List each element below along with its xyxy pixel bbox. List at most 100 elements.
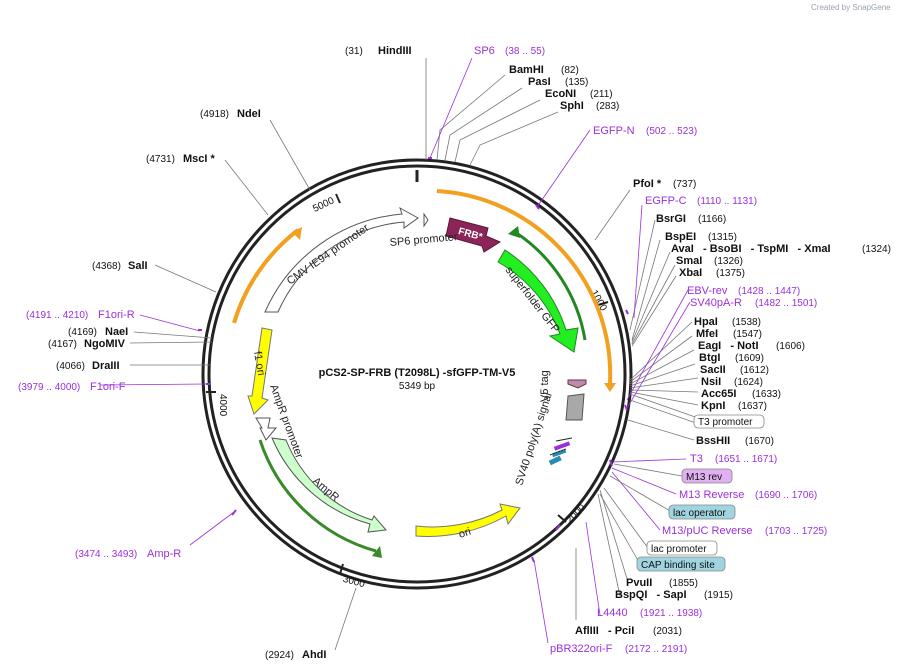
enzyme-eagi-noti[interactable]: EagI - NotI (698, 340, 759, 352)
primer-egfp-n-pos: (502 .. 523) (646, 126, 697, 137)
enzyme-hpai[interactable]: HpaI (694, 316, 718, 328)
ampr-promoter-feature[interactable] (255, 417, 278, 441)
box-leaders (599, 399, 697, 565)
primer-sp6[interactable]: SP6 (474, 45, 495, 57)
sp6-promoter-feature[interactable] (423, 212, 429, 228)
primer-egfp-c-pos: (1110 .. 1131) (697, 196, 757, 207)
primer-sv40pa-r[interactable]: SV40pA-R (690, 297, 742, 309)
primer-l4440[interactable]: L4440 (597, 607, 628, 619)
frb-feature[interactable] (445, 217, 502, 253)
primer-egfp-c[interactable]: EGFP-C (645, 195, 687, 207)
amp-orf-arc (258, 439, 377, 553)
enzyme-kpni[interactable]: KpnI (701, 400, 725, 412)
ruler-5000: 5000 (311, 195, 336, 215)
enzyme-bsshii[interactable]: BssHII (696, 435, 730, 447)
enzyme-nsii[interactable]: NsiI (701, 376, 721, 388)
enzyme-draiii-pos: (4066) (56, 361, 85, 372)
primer-f1ori-f[interactable]: F1ori-F (90, 381, 126, 393)
primer-t3[interactable]: T3 (690, 453, 703, 465)
gfp-orf-arc (514, 230, 587, 341)
primer-sv40pa-r-pos: (1482 .. 1501) (755, 298, 817, 309)
enzyme-xbai[interactable]: XbaI (679, 267, 702, 279)
gfp-orf-arc-head (508, 226, 520, 238)
enzyme-bspei[interactable]: BspEI (665, 231, 696, 243)
cap-binding-box[interactable] (636, 556, 726, 572)
lac-promoter-box[interactable] (646, 540, 718, 556)
enzyme-sphi-pos: (283) (596, 101, 619, 112)
enzyme-avai-group-pos: (1324) (862, 244, 891, 255)
enzyme-sphi[interactable]: SphI (560, 100, 584, 112)
m13-rev-box[interactable] (681, 468, 733, 484)
enzyme-ndei-pos: (4918) (200, 109, 229, 120)
primer-labels: SP6 (38 .. 55) EGFP-N (502 .. 523) EGFP-… (18, 45, 827, 655)
enzyme-naei[interactable]: NaeI (105, 326, 128, 338)
enzyme-hpai-pos: (1538) (732, 317, 761, 328)
enzyme-bsshii-pos: (1670) (745, 436, 774, 447)
enzyme-msci-pos: (4731) (146, 154, 175, 165)
enzyme-pasi[interactable]: PasI (528, 76, 551, 88)
enzyme-mfei[interactable]: MfeI (696, 328, 718, 340)
orf-arc-right-head (604, 383, 616, 392)
enzyme-pvuii[interactable]: PvuII (626, 577, 652, 589)
sp6-promoter-label: SP6 promoter (389, 231, 458, 249)
v5-feature[interactable] (567, 379, 587, 389)
m13-rev-label: M13 rev (686, 472, 722, 483)
f1ori-label: f1 ori (251, 350, 267, 376)
primer-f1ori-r[interactable]: F1ori-R (98, 309, 135, 321)
enzyme-hindiii[interactable]: HindIII (378, 45, 412, 57)
enzyme-pfoi[interactable]: PfoI * (633, 178, 662, 190)
ruler-4000: 4000 (217, 394, 228, 417)
ampr-feature[interactable] (271, 437, 387, 533)
t3-promoter-box[interactable] (693, 414, 765, 429)
primer-m13-reverse[interactable]: M13 Reverse (679, 489, 744, 501)
enzyme-bsrgi-pos: (1166) (698, 214, 726, 225)
enzyme-bamhi[interactable]: BamHI (509, 64, 544, 76)
plasmid-name: pCS2-SP-FRB (T2098L) -sfGFP-TM-V5 (319, 367, 516, 379)
enzyme-acc65i[interactable]: Acc65I (701, 388, 736, 400)
enzyme-econi[interactable]: EcoNI (545, 88, 576, 100)
sfgfp-feature[interactable] (497, 249, 579, 353)
enzyme-pfoi-pos: (737) (673, 179, 696, 190)
primer-m13puc-reverse[interactable]: M13/pUC Reverse (662, 525, 752, 537)
enzyme-smai[interactable]: SmaI (676, 255, 702, 267)
cmv-feature[interactable] (264, 206, 419, 313)
enzyme-smai-pos: (1326) (714, 256, 743, 267)
sv40-feature[interactable] (565, 393, 585, 421)
enzyme-afliii-pcii[interactable]: AflIII - PciI (575, 625, 634, 637)
watermark: Created by SnapGene (811, 3, 891, 12)
enzyme-draiii[interactable]: DraIII (92, 360, 120, 372)
enzyme-ndei[interactable]: NdeI (237, 108, 261, 120)
backbone-outer (201, 158, 633, 590)
primer-egfp-n[interactable]: EGFP-N (593, 125, 635, 137)
primer-sp6-pos: (38 .. 55) (505, 46, 545, 57)
enzyme-ahdi-pos: (2924) (265, 650, 294, 661)
enzyme-leaders (129, 58, 699, 651)
lac-operator-box[interactable] (668, 504, 736, 520)
enzyme-nsii-pos: (1624) (734, 377, 763, 388)
enzyme-bamhi-pos: (82) (561, 65, 579, 76)
enzyme-sacii[interactable]: SacII (700, 364, 726, 376)
enzyme-econi-pos: (211) (590, 89, 613, 100)
lac-promoter-label: lac promoter (651, 544, 707, 555)
enzyme-sali[interactable]: SalI (128, 260, 148, 272)
enzyme-msci[interactable]: MscI * (183, 153, 216, 165)
enzyme-ngomiv[interactable]: NgoMIV (84, 338, 126, 350)
primer-amp-r[interactable]: Amp-R (147, 548, 181, 560)
plasmid-size: 5349 bp (399, 381, 436, 392)
primer-ebv-rev[interactable]: EBV-rev (687, 285, 728, 297)
enzyme-bsrgi[interactable]: BsrGI (656, 213, 686, 225)
enzyme-ngomiv-pos: (4167) (48, 339, 77, 350)
ori-label: ori (457, 526, 472, 541)
enzyme-avai-group[interactable]: AvaI - BsoBI - TspMI - XmaI (671, 243, 831, 255)
enzyme-ahdi[interactable]: AhdI (302, 649, 326, 661)
primer-t3-pos: (1651 .. 1671) (715, 454, 777, 465)
enzyme-bspqi-sapi[interactable]: BspQI - SapI (615, 589, 687, 601)
enzyme-btgi[interactable]: BtgI (699, 352, 720, 364)
enzyme-labels: (31) HindIII BamHI (82) PasI (135) EcoNI… (48, 45, 891, 661)
f1ori-feature[interactable] (247, 327, 273, 415)
primer-leaders (99, 57, 691, 644)
enzyme-btgi-pos: (1609) (735, 353, 764, 364)
ori-feature[interactable] (415, 503, 521, 537)
primer-pbr322ori-f[interactable]: pBR322ori-F (550, 643, 613, 655)
